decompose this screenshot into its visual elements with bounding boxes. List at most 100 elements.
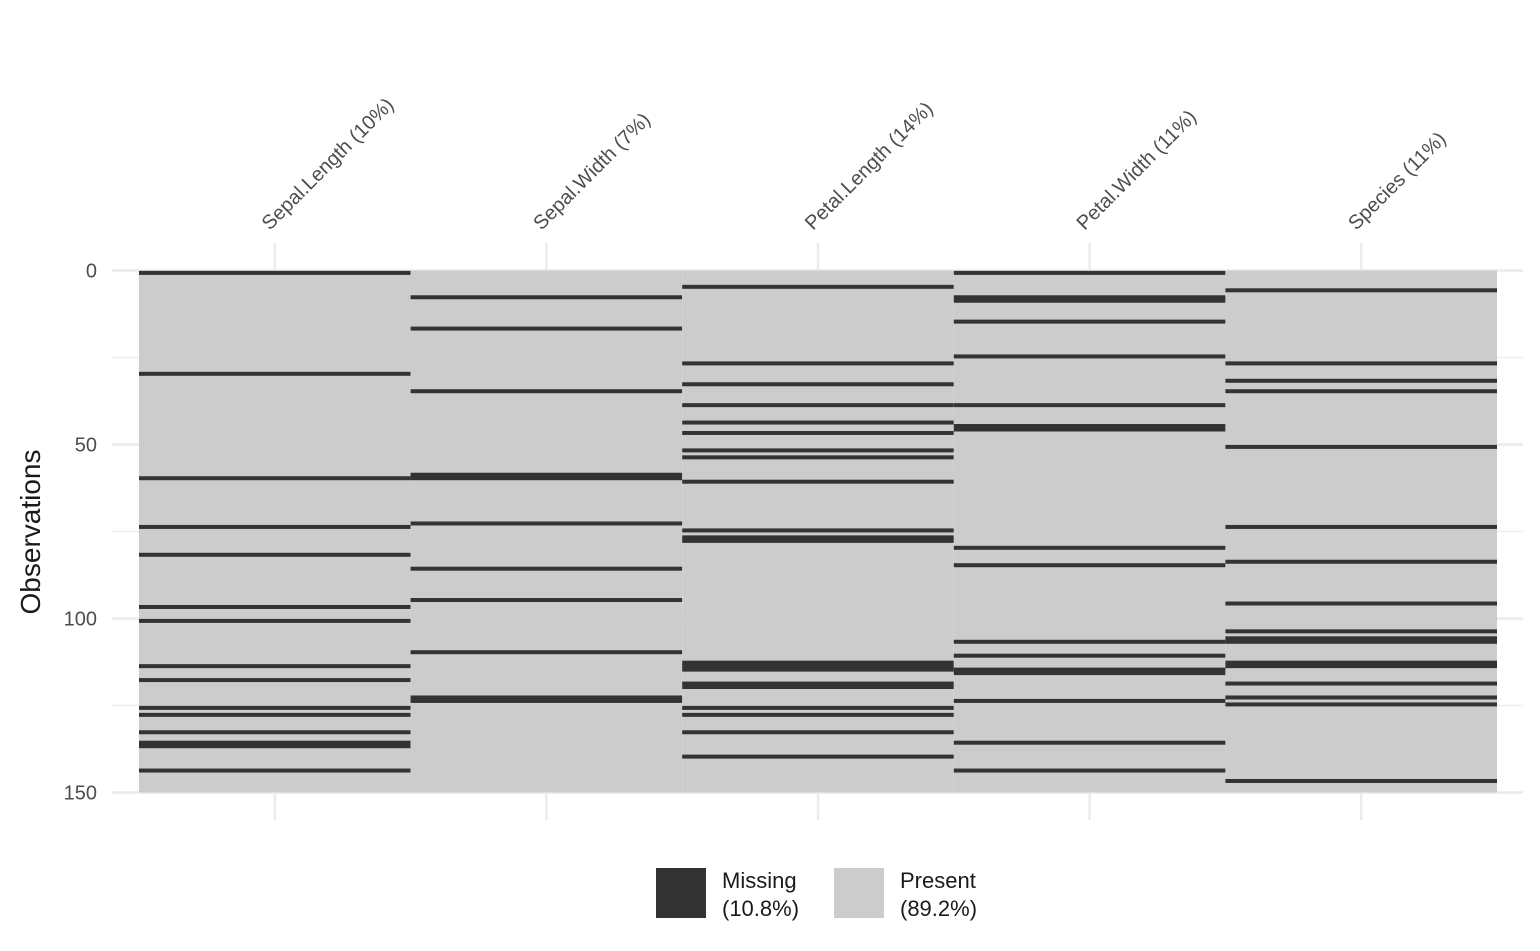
present-column-bg (953, 270, 1226, 793)
missing-cell (139, 524, 411, 529)
missing-cell (682, 430, 954, 435)
missing-cell (1225, 664, 1497, 669)
missing-cell (953, 424, 1226, 429)
missing-cell (682, 361, 954, 366)
missing-cell (410, 598, 683, 603)
y-tick-labels: 0 50 100 150 (64, 261, 97, 805)
missing-cell (410, 326, 683, 331)
missing-cell (953, 653, 1226, 658)
missing-cell (410, 521, 683, 526)
y-axis-title: Observations (15, 450, 46, 615)
present-column-bg (1225, 270, 1497, 793)
missing-cell (953, 545, 1226, 550)
missing-cell (1225, 361, 1497, 366)
missing-cell (410, 695, 683, 700)
y-tick-label: 150 (64, 783, 97, 805)
present-column-bg (410, 270, 683, 793)
missing-cell (1225, 639, 1497, 644)
missing-cell (139, 552, 411, 557)
missing-cell (682, 448, 954, 453)
x-tick-labels: Sepal.Length (10%)Sepal.Width (7%)Petal.… (258, 94, 1451, 235)
missing-cell (1225, 601, 1497, 606)
missing-cell (1225, 681, 1497, 686)
missing-cell (953, 270, 1226, 275)
missing-cell (953, 319, 1226, 324)
missing-cell (682, 455, 954, 460)
y-tick-label: 0 (86, 261, 97, 283)
missing-cell (1225, 378, 1497, 383)
missing-cell (139, 705, 411, 710)
missing-cell (139, 712, 411, 717)
missing-cell (682, 712, 954, 717)
x-tick-label: Petal.Width (11%) (1073, 106, 1201, 234)
missing-cell (410, 698, 683, 703)
missing-cell (953, 563, 1226, 568)
missing-cell (139, 678, 411, 683)
missing-cell (1225, 524, 1497, 529)
missing-cell (682, 685, 954, 690)
legend-pct-present: (89.2%) (900, 896, 977, 921)
missing-cell (1225, 444, 1497, 449)
missing-cell (139, 664, 411, 669)
missing-cell (953, 295, 1226, 300)
legend: Missing (10.8%) Present (89.2%) (656, 868, 977, 921)
missing-cell (953, 671, 1226, 676)
missing-cell (1225, 636, 1497, 641)
y-tick-label: 50 (75, 435, 97, 457)
missing-cell (1225, 702, 1497, 707)
x-tick-label: Species (11%) (1344, 128, 1450, 234)
missing-cell (1225, 778, 1497, 783)
missing-cell (953, 639, 1226, 644)
missing-cell (682, 730, 954, 735)
x-tick-label: Petal.Length (14%) (801, 98, 938, 235)
missing-cell (1225, 629, 1497, 634)
missing-cell (953, 768, 1226, 773)
missing-cell (682, 420, 954, 425)
missing-cell (682, 667, 954, 672)
missing-cell (682, 681, 954, 686)
x-tick-label: Sepal.Width (7%) (529, 109, 655, 235)
missing-cell (682, 660, 954, 665)
missing-cell (410, 389, 683, 394)
missing-cell (953, 354, 1226, 359)
missing-cell (953, 298, 1226, 303)
missing-cell (1225, 288, 1497, 293)
legend-label-missing: Missing (722, 868, 797, 893)
missing-cell (139, 730, 411, 735)
missing-cell (139, 371, 411, 376)
missing-cell (139, 618, 411, 623)
missing-cell (139, 270, 411, 275)
missing-cell (682, 528, 954, 533)
missing-cell (410, 472, 683, 477)
legend-swatch-missing (656, 868, 706, 918)
missing-cell (1225, 695, 1497, 700)
missing-cell (1225, 559, 1497, 564)
present-column-bg (139, 270, 411, 793)
heatmap-tiles (139, 270, 1497, 793)
missing-cell (953, 403, 1226, 408)
missing-cell (953, 740, 1226, 745)
missing-cell (410, 476, 683, 481)
missing-cell (139, 604, 411, 609)
missing-cell (682, 705, 954, 710)
missing-cell (682, 538, 954, 543)
missing-cell (682, 664, 954, 669)
missing-cell (139, 768, 411, 773)
legend-pct-missing: (10.8%) (722, 896, 799, 921)
missing-cell (682, 535, 954, 540)
y-tick-label: 100 (64, 609, 97, 631)
missing-cell (682, 479, 954, 484)
missing-cell (682, 382, 954, 387)
missing-cell (953, 698, 1226, 703)
missing-cell (410, 566, 683, 571)
missing-cell (953, 667, 1226, 672)
missing-cell (139, 744, 411, 749)
legend-swatch-present (834, 868, 884, 918)
missing-cell (953, 427, 1226, 432)
missing-cell (682, 754, 954, 759)
missing-cell (1225, 660, 1497, 665)
missing-cell (410, 650, 683, 655)
missing-cell (139, 476, 411, 481)
missing-cell (139, 740, 411, 745)
